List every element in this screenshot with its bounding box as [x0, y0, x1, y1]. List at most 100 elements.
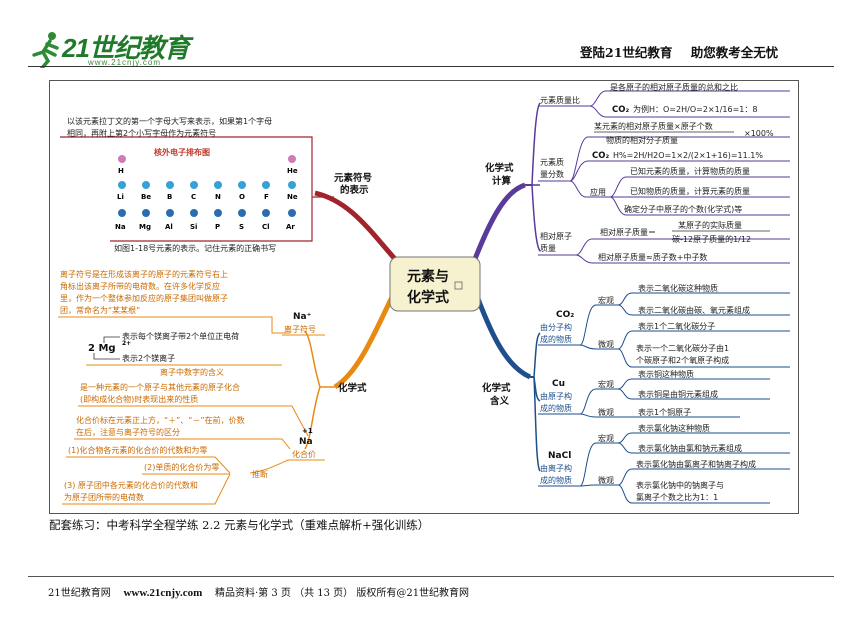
note-icon[interactable] [454, 281, 463, 290]
co2-macro-2: 表示二氧化碳由碳、氧元素组成 [638, 305, 750, 315]
el-ar: Ar [286, 223, 295, 231]
mass-ratio-label: 元素质量比 [540, 95, 580, 105]
element-table-title: 核外电子排布图 [154, 147, 210, 157]
rule-1: (1)化合物各元素的化合价的代数和为零 [68, 445, 207, 455]
rel-numer: 某原子的实际质量 [678, 220, 742, 230]
mg-top-desc: 表示每个镁离子带2个单位正电荷 [122, 331, 239, 341]
valence-symbol: Na [299, 437, 313, 447]
infer-label: 推断 [252, 469, 268, 479]
slogan-right: 助您教考全无忧 [690, 45, 779, 60]
co2-fraction: H%=2H/H2O=1×2/(2×1+16)=11.1% [613, 151, 763, 160]
nacl-desc-2: 成的物质 [540, 475, 572, 485]
nacl-micro-2: 表示氯化钠中的钠离子与 [636, 480, 724, 490]
cu-macro-1: 表示铜这种物质 [638, 369, 694, 379]
fraction-times: ×100% [744, 129, 774, 138]
header-divider [28, 66, 834, 67]
exercise-link-text[interactable]: 配套练习：中考科学全程学练 2.2 元素与化学式（重难点解析+强化训练） [49, 518, 430, 532]
el-cl: Cl [262, 223, 270, 231]
el-na: Na [115, 223, 126, 231]
center-node[interactable] [389, 256, 481, 312]
nacl-desc-1: 由离子构 [540, 463, 572, 473]
el-si: Si [190, 223, 197, 231]
nacl-macro-1: 表示氯化钠这种物质 [638, 423, 710, 433]
ion-symbol: Na⁺ [293, 312, 312, 322]
runner-icon [32, 32, 59, 70]
mass-ratio-desc: 是各原子的相对原子质量的总和之比 [610, 82, 738, 92]
el-f: F [264, 193, 269, 201]
branch-formula [333, 289, 398, 390]
cu-micro: 微观 [598, 407, 614, 417]
ion-desc-4: 团，常命名为“某某根” [60, 305, 140, 315]
co2-micro-2: 表示一个二氧化碳分子由1 [636, 343, 729, 353]
rule-2: (2)单质的化合价为零 [144, 462, 219, 472]
footer-divider [28, 576, 834, 577]
el-li: Li [117, 193, 124, 201]
page-footer: 21世纪教育网 www.21cnjy.com 精品资料·第 3 页 （共 13 … [48, 584, 469, 599]
meaning-title-1: 化学式 [482, 382, 511, 394]
branch-calc [472, 182, 526, 260]
el-n: N [215, 193, 221, 201]
rel-label-2: 质量 [540, 243, 556, 253]
co2-micro-1: 表示1个二氧化碳分子 [638, 321, 715, 331]
footer-url[interactable]: www.21cnjy.com [123, 587, 203, 599]
symbol-title-2: 的表示 [340, 184, 369, 196]
fraction-numer: 某元素的相对原子质量×原子个数 [594, 121, 713, 131]
valence-label: 化合价 [292, 449, 316, 459]
mg-charge: 2+ [122, 340, 131, 347]
el-c: C [191, 193, 196, 201]
symbol-desc-2: 相同，再附上第2个小写字母作为元素符号 [67, 128, 216, 138]
mg-caption: 离子中数字的含义 [160, 367, 224, 377]
el-o: O [239, 193, 245, 201]
el-p: P [215, 223, 220, 231]
nacl-macro: 宏观 [598, 433, 614, 443]
nacl-macro-2: 表示氯化钠由氯和钠元素组成 [638, 443, 742, 453]
co2-macro-1: 表示二氧化碳这种物质 [638, 283, 718, 293]
formula-title: 化学式 [338, 382, 367, 394]
el-h: H [118, 167, 124, 175]
apply-label: 应用 [590, 187, 606, 197]
slogan-left: 登陆21世纪教育 [580, 45, 673, 60]
el-al: Al [165, 223, 173, 231]
cu-micro-1: 表示1个铜原子 [638, 407, 691, 417]
apply-item-1: 已知元素的质量，计算物质的质量 [630, 166, 750, 176]
el-mg: Mg [139, 223, 151, 231]
valence-desc-3: 化合价标在元素正上方，“＋”、“－”在前，价数 [76, 415, 245, 425]
calc-title-2: 计算 [492, 175, 512, 187]
calc-title-1: 化学式 [485, 162, 514, 174]
mg-symbol: 2 Mg [88, 343, 116, 354]
mind-map-canvas: 元素与 化学式 元素符号 的表示 以该元素拉丁文的第一个字母大写来表示，如果第1… [58, 82, 790, 505]
rel-formula-left: 相对原子质量＝ [600, 227, 656, 237]
meaning-title-2: 含义 [489, 395, 510, 407]
logo-text: 21世纪教育 [62, 33, 190, 63]
fraction-label-2: 量分数 [540, 169, 564, 179]
cu-desc-1: 由原子构 [540, 391, 572, 401]
element-row-2: Li Be B C N O F Ne [117, 181, 298, 201]
el-s: S [239, 223, 244, 231]
branch-symbol [314, 190, 397, 261]
valence-desc-4: 在后，注意与离子符号的区分 [76, 427, 180, 437]
mg-bottom-desc: 表示2个镁离子 [122, 353, 175, 363]
cu-macro-2: 表示铜是由铜元素组成 [638, 389, 718, 399]
rel-denom: 碳-12原子质量的1/12 [672, 234, 751, 244]
co2-name: CO₂ [556, 310, 574, 320]
nacl-micro-1: 表示氯化钠由氯离子和钠离子构成 [636, 459, 756, 469]
apply-item-3: 确定分子中原子的个数(化学式)等 [624, 204, 742, 214]
element-table-caption: 如图1-18号元素的表示。记住元素的正确书写 [114, 243, 276, 253]
valence-desc-1: 是一种元素的一个原子与其他元素的原子化合 [80, 382, 240, 392]
fraction-label-1: 元素质 [540, 157, 564, 167]
symbol-desc-1: 以该元素拉丁文的第一个字母大写来表示，如果第1个字母 [67, 116, 272, 126]
co2-macro: 宏观 [598, 295, 614, 305]
rel-approx: 相对原子质量≈质子数+中子数 [598, 252, 707, 262]
cu-macro: 宏观 [598, 379, 614, 389]
center-title-2: 化学式 [407, 289, 449, 306]
site-logo[interactable] [28, 28, 198, 70]
nacl-micro: 微观 [598, 475, 614, 485]
element-row-1: H He [118, 155, 298, 175]
nacl-name: NaCl [548, 451, 571, 461]
header-slogan: 登陆21世纪教育 助您教考全无忧 [580, 42, 778, 61]
element-row-3: Na Mg Al Si P S Cl Ar [115, 209, 296, 231]
symbol-title-1: 元素符号 [334, 172, 373, 184]
co2-example-label: CO₂ [612, 105, 629, 115]
co2-example: 为例H：O=2H/O=2×1/16=1：8 [633, 104, 757, 114]
rule-3a: (3) 原子团中各元素的化合价的代数和 [64, 480, 198, 490]
